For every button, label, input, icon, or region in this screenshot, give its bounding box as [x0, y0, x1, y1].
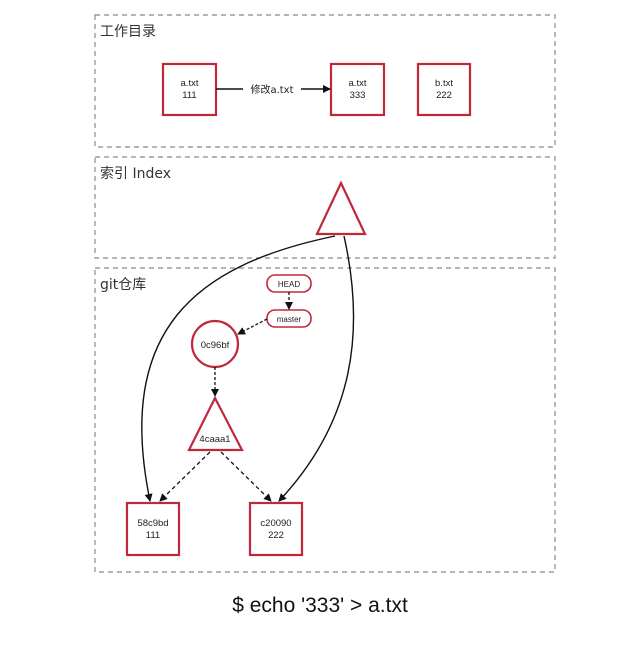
master-ref: master: [266, 309, 312, 328]
index-label: 索引 Index: [100, 166, 171, 182]
index-tree: [315, 180, 367, 236]
blob-content: 222: [268, 530, 284, 541]
workdir-label: 工作目录: [100, 24, 156, 40]
tree-id: 4caaa1: [199, 434, 230, 445]
blob-id: 58c9bd: [137, 518, 168, 529]
file-content: 333: [350, 90, 366, 101]
blob-node-1: 58c9bd 111: [125, 501, 181, 557]
workdir-region: [94, 14, 556, 148]
index-to-blob2-curve: [278, 235, 355, 502]
index-to-blob1-curve: [141, 235, 336, 502]
commit-node: 0c96bf: [190, 319, 240, 369]
repo-region: [94, 267, 556, 573]
blob-node-2: c20090 222: [248, 501, 304, 557]
blob-id: c20090: [260, 518, 291, 529]
workdir-file-b: b.txt 222: [416, 62, 472, 117]
command-caption: $ echo '333' > a.txt: [232, 594, 408, 617]
repo-tree-node: 4caaa1: [187, 395, 244, 452]
blob-content: 111: [146, 530, 160, 541]
head-label: HEAD: [278, 280, 300, 289]
commit-id: 0c96bf: [201, 340, 230, 351]
workdir-file-a-new: a.txt 333: [329, 62, 386, 117]
file-name: a.txt: [349, 78, 367, 89]
file-content: 111: [182, 90, 196, 101]
tree-to-blob1-arrow: [159, 451, 211, 502]
workdir-file-a-old: a.txt 111: [161, 62, 218, 117]
file-name: a.txt: [181, 78, 199, 89]
repo-label: git仓库: [100, 277, 147, 293]
file-content: 222: [436, 90, 452, 101]
master-to-commit-arrow: [237, 318, 268, 335]
index-region: [94, 156, 556, 259]
head-ref: HEAD: [266, 274, 312, 293]
modify-label: 修改a.txt: [250, 83, 293, 96]
file-name: b.txt: [435, 78, 453, 89]
master-label: master: [277, 315, 302, 324]
tree-to-blob2-arrow: [220, 451, 272, 502]
